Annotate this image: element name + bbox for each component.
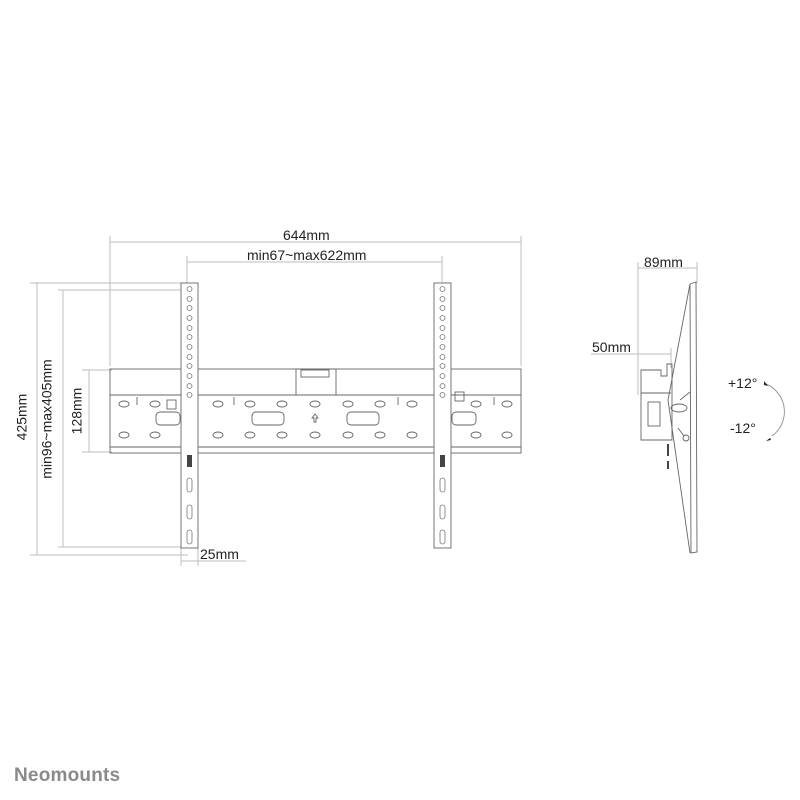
front-view bbox=[109, 282, 522, 549]
arm-holes bbox=[186, 286, 446, 545]
max-depth-label: 89mm bbox=[644, 254, 683, 270]
overall-width-label: 644mm bbox=[283, 227, 330, 243]
tilt-up-label: +12° bbox=[728, 375, 758, 391]
side-view bbox=[640, 281, 698, 554]
overall-height-label: 425mm bbox=[13, 393, 30, 441]
arm-width-label: 25mm bbox=[200, 546, 239, 562]
brand-logo: Neomounts bbox=[14, 765, 121, 786]
arm-screws bbox=[187, 455, 445, 467]
arm-spacing-label: min67~max622mm bbox=[247, 247, 367, 263]
tilt-down-label: -12° bbox=[730, 420, 756, 436]
vertical-range-label: min96~max405mm bbox=[38, 359, 55, 479]
dimension-lines bbox=[30, 236, 698, 566]
min-depth-label: 50mm bbox=[592, 339, 631, 355]
plate-height-label: 128mm bbox=[68, 387, 85, 435]
tilt-arc bbox=[765, 383, 785, 437]
side-screws bbox=[667, 444, 669, 469]
tilt-arrows bbox=[764, 381, 771, 441]
